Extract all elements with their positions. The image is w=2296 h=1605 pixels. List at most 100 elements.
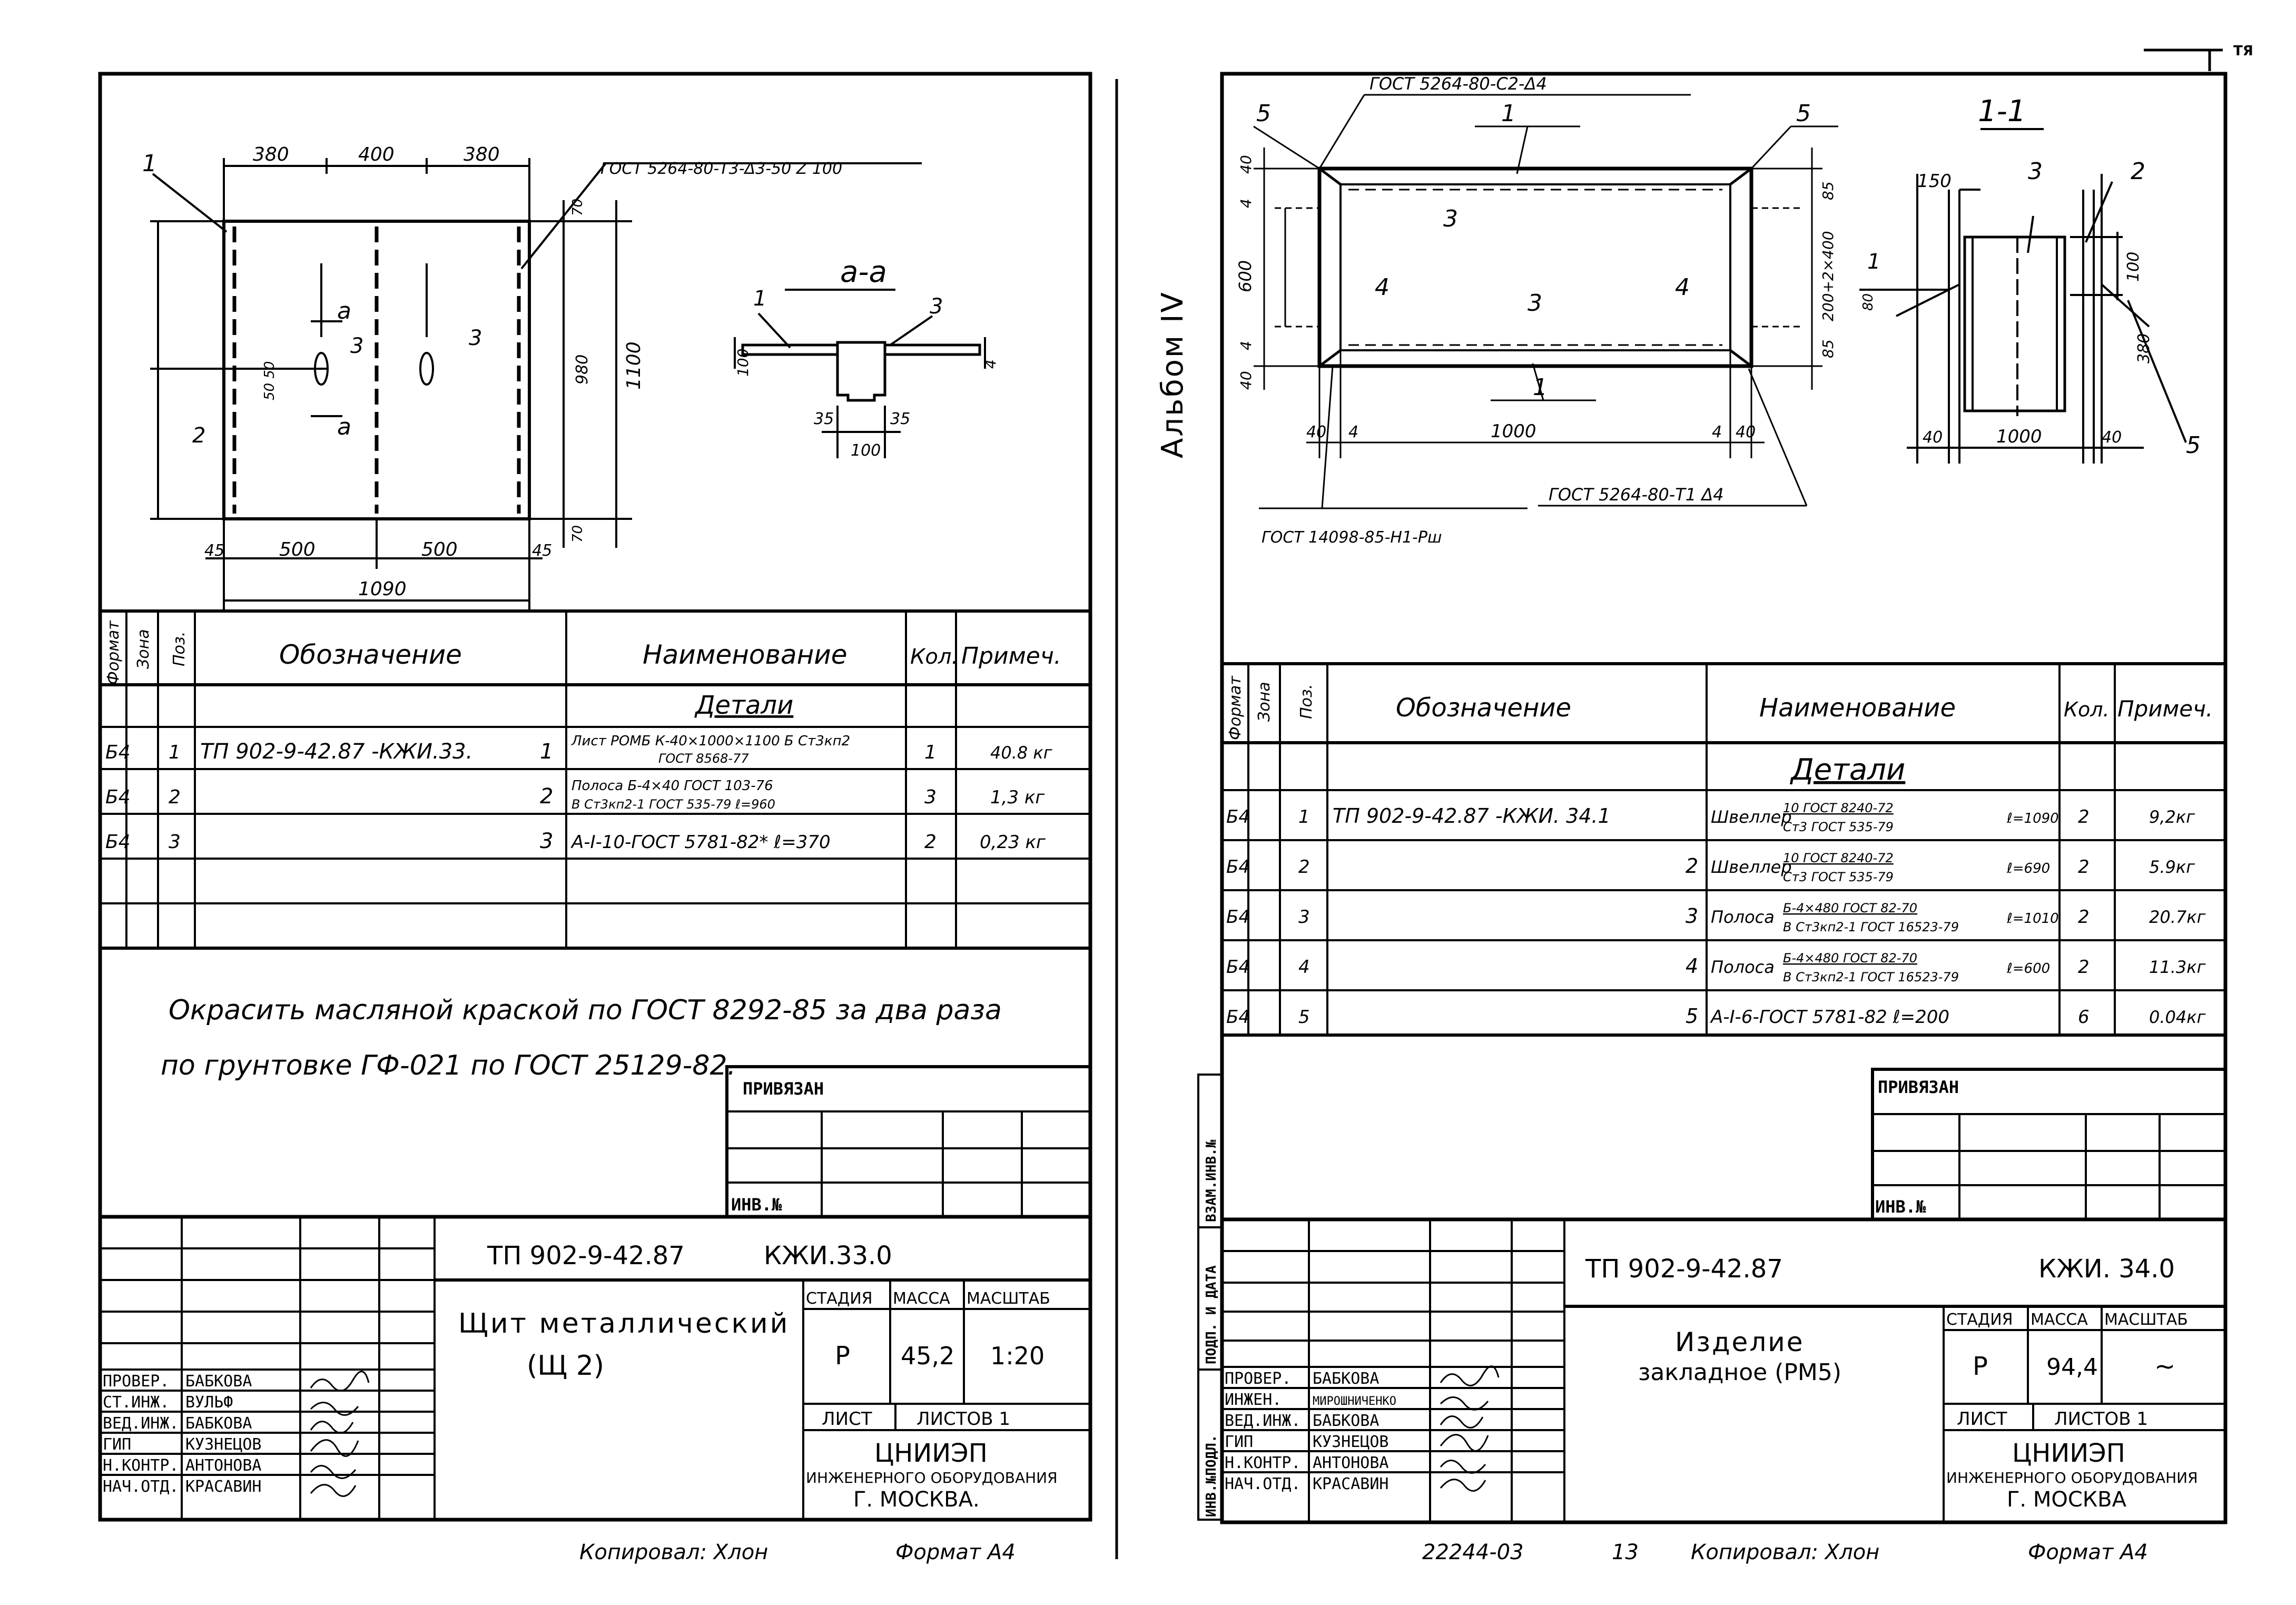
left-title-text: ТП 902-9-42.87 КЖИ.33.0 Щит металлически… [103, 1241, 1058, 1512]
rhdr-name: Наименование [1759, 693, 1956, 723]
row3-fmt: Б4 [105, 831, 131, 853]
gost-weld-left: ГОСТ 5264-80-Т3-Δ3-50 Z 100 [600, 160, 842, 178]
tb-role-3-right: ВЕД.ИНЖ. [1225, 1412, 1301, 1430]
row1-note: 40.8 кг [990, 743, 1052, 763]
rrow-fmt: Б4 [1226, 856, 1250, 878]
rrow-docnum: 2 [1686, 854, 1698, 878]
rrow-tail: ℓ=1090 [2006, 811, 2059, 826]
rrow-qty: 6 [2078, 1007, 2090, 1028]
tb-name-1-left: БАБКОВА [185, 1372, 252, 1391]
row2-note: 1,3 кг [990, 787, 1045, 808]
pos-label-3b: 3 [469, 326, 482, 350]
rrow-name: Полоса [1711, 957, 1775, 977]
dim-top-3: 380 [464, 144, 500, 165]
tb-stage-hdr-left: СТАДИЯ [806, 1289, 873, 1308]
dim-right-bottom: 70 [570, 525, 586, 543]
row3-qty: 2 [924, 831, 937, 853]
tb-org3-left: Г. МОСКВА. [853, 1488, 980, 1512]
left-plate-drawing [150, 158, 922, 611]
rhdr-pos: Поз. [1297, 684, 1316, 719]
rrow-tail: ℓ=600 [2006, 961, 2050, 977]
tb-role-4-right: ГИП [1225, 1433, 1253, 1451]
tb-mass-right: 94,4 [2046, 1354, 2098, 1381]
row2-name-a: Полоса Б-4×40 ГОСТ 103-76 [571, 778, 773, 794]
right-spec-table [1222, 662, 2225, 1037]
section-dim-right: 4 [982, 359, 999, 369]
tb-name2-right: закладное (РМ5) [1638, 1359, 1841, 1386]
rrow-pos: 4 [1298, 957, 1310, 978]
tb-role-2-left: СТ.ИНЖ. [103, 1393, 169, 1412]
tb-mass-left: 45,2 [901, 1342, 954, 1370]
rrow-tail: ℓ=1010 [2006, 911, 2059, 927]
note-line-1: Окрасить масляной краской по ГОСТ 8292-8… [169, 994, 1002, 1026]
rrow-fmt: Б4 [1226, 957, 1250, 978]
row3-name-a: А-I-10-ГОСТ 5781-82* ℓ=370 [570, 832, 831, 853]
rrow-qty: 2 [2078, 907, 2090, 928]
right-frame [1220, 72, 2228, 1524]
tb-doc-left: ТП 902-9-42.87 [487, 1241, 685, 1271]
rrow-pos: 1 [1298, 806, 1310, 828]
hdr-qty: Кол. [910, 645, 958, 669]
tb-role-1-left: ПРОВЕР. [103, 1372, 169, 1391]
corner-mark: ТЯ [2233, 43, 2253, 59]
row2-name-b: В Ст3кп2-1 ГОСТ 535-79 ℓ=960 [571, 797, 775, 812]
tb-name1-right: Изделие [1675, 1327, 1805, 1357]
gost-bottom-left: ГОСТ 14098-85-Н1-Рш [1262, 528, 1442, 547]
rdim-bottom-40a: 40 [1306, 423, 1326, 441]
tb-name-2-right: МИРОШНИЧЕНКО [1313, 1395, 1396, 1408]
rdim-right-85b: 85 [1819, 339, 1837, 358]
tb-name-6-left: КРАСАВИН [185, 1478, 262, 1496]
pos-label-2: 2 [192, 424, 205, 448]
hdr-zone: Зона [134, 629, 153, 669]
rrow-name: Полоса [1711, 907, 1775, 927]
row2-fmt: Б4 [105, 786, 131, 808]
tb-sheets-left: ЛИСТОВ 1 [917, 1409, 1010, 1430]
row1-name-b: ГОСТ 8568-77 [658, 751, 749, 766]
gost-top: ГОСТ 5264-80-С2-Δ4 [1369, 74, 1547, 94]
rhdr-note: Примеч. [2117, 696, 2213, 722]
rrow-doc: ТП 902-9-42.87 -КЖИ. 34.1 [1333, 804, 1611, 828]
rpos-3a: 3 [1443, 205, 1458, 232]
tb-org2-left: ИНЖЕНЕРНОГО ОБОРУДОВАНИЯ [806, 1469, 1058, 1486]
rrow-frac-bot: В Ст3кп2-1 ГОСТ 16523-79 [1783, 920, 1959, 934]
right-section-11 [1859, 128, 2187, 464]
tb-name-6-right: КРАСАВИН [1313, 1475, 1389, 1493]
side-stamp-inv: ИНВ.№ПОДЛ. [1204, 1434, 1219, 1517]
s11-pos5: 5 [2186, 432, 2201, 459]
rrow-pos: 2 [1298, 856, 1310, 878]
rrow-name: Швеллер [1711, 857, 1792, 877]
tb-org1-left: ЦНИИЭП [874, 1439, 988, 1468]
tb-scale-right: ~ [2154, 1352, 2175, 1381]
tb-role-1-right: ПРОВЕР. [1225, 1370, 1291, 1388]
left-note: Окрасить масляной краской по ГОСТ 8292-8… [161, 994, 1002, 1081]
tb-mass-hdr-left: МАССА [893, 1289, 950, 1308]
note-line-2: по грунтовке ГФ-021 по ГОСТ 25129-82. [161, 1050, 736, 1081]
rdim-right-mid: 200+2×400 [1819, 231, 1837, 321]
s11-b1000: 1000 [1996, 426, 2042, 447]
s11-dim-80: 80 [1860, 293, 1876, 311]
section-pos-1: 1 [753, 287, 766, 311]
tb-org3-right: Г. МОСКВА [2007, 1488, 2127, 1512]
right-title-block [1222, 1217, 2225, 1522]
tb-code-left: КЖИ.33.0 [764, 1241, 892, 1271]
left-spec-table [100, 609, 1090, 950]
tb-sheets-right: ЛИСТОВ 1 [2054, 1409, 2148, 1430]
dim-bottom-4: 45 [532, 541, 552, 560]
rrow-note: 20.7кг [2149, 907, 2206, 927]
group-details: Детали [694, 691, 793, 720]
s11-b40a: 40 [1923, 428, 1943, 447]
s11-b40b: 40 [2102, 428, 2122, 447]
rrow-docnum: 3 [1686, 904, 1698, 928]
rrow-qty: 2 [2078, 957, 2090, 978]
footer-num: 22244-03 [1422, 1540, 1524, 1564]
section-dim-35-left: 35 [814, 410, 834, 428]
tb-stage-right: Р [1973, 1352, 1988, 1381]
rrow-name: Швеллер [1711, 807, 1792, 827]
rrow-note: 5.9кг [2149, 857, 2195, 877]
section-title-11: 1-1 [1978, 94, 2026, 129]
rdim-left-top-40: 40 [1237, 155, 1255, 174]
row2-docnum: 2 [540, 784, 553, 809]
tb-doc-right: ТП 902-9-42.87 [1585, 1254, 1783, 1284]
rdim-bottom-1000: 1000 [1491, 421, 1536, 442]
album-label: Альбом IV [1156, 291, 1190, 458]
